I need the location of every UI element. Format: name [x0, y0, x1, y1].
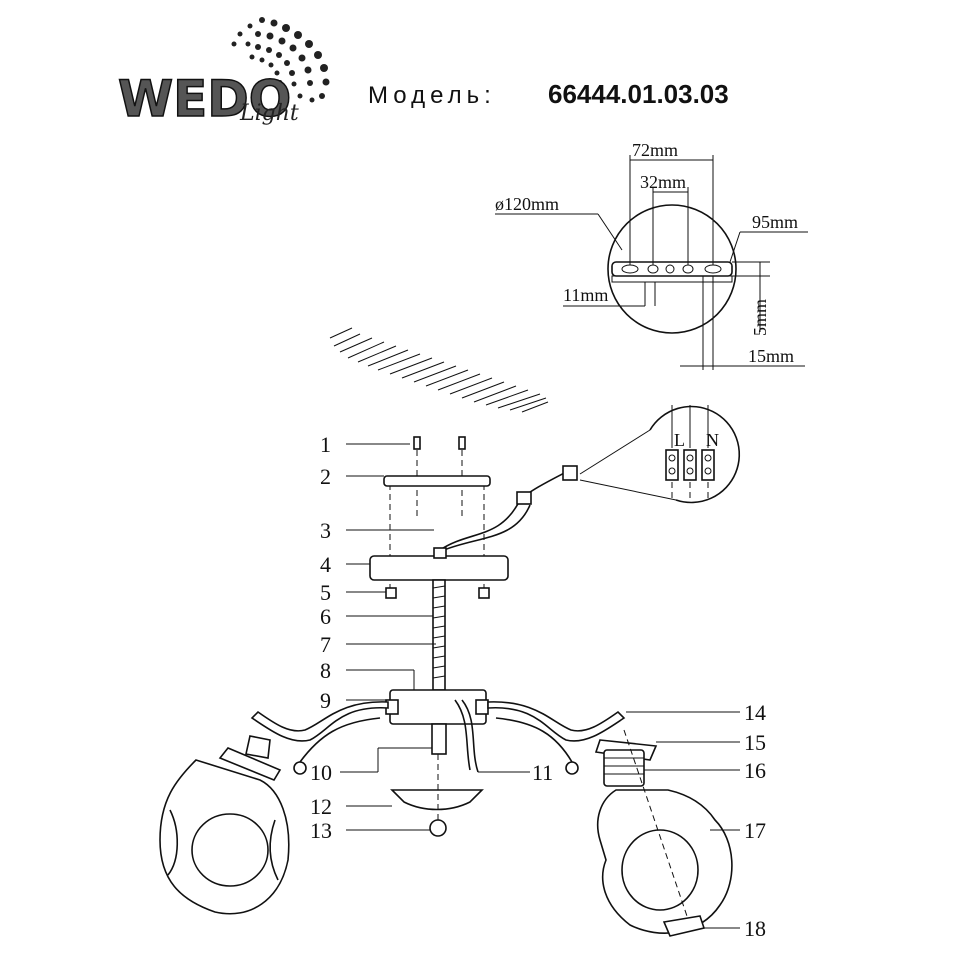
callout-18: 18: [744, 916, 766, 941]
mounting-detail: 72mm 32mm ø120mm 95mm 11mm 5mm 15mm: [495, 140, 808, 370]
callout-14: 14: [744, 700, 766, 725]
callout-8: 8: [320, 658, 331, 683]
callout-17: 17: [744, 818, 766, 843]
callout-15: 15: [744, 730, 766, 755]
dim-15: 15mm: [748, 346, 794, 366]
brand-logo: WEDO Light: [117, 17, 330, 129]
callout-1: 1: [320, 432, 331, 457]
callout-5: 5: [320, 580, 331, 605]
callout-16: 16: [744, 758, 766, 783]
callout-11: 11: [532, 760, 553, 785]
callout-leaders: [340, 443, 740, 929]
mounting-bracket: [383, 475, 491, 487]
callout-9: 9: [320, 688, 331, 713]
dim-32: 32mm: [640, 172, 686, 192]
detail-circle: [607, 204, 737, 334]
model-label: Модель:: [368, 82, 496, 109]
callout-13: 13: [310, 818, 332, 843]
right-arm: [487, 701, 626, 742]
dim-120: ø120mm: [495, 194, 559, 214]
callout-4: 4: [320, 552, 331, 577]
callout-7: 7: [320, 632, 331, 657]
left-shade: [159, 759, 290, 915]
callout-2: 2: [320, 464, 331, 489]
dim-95: 95mm: [752, 212, 798, 232]
callout-numbers: 1 2 3 4 5 6 7 8 9 10 11 12 13 14 15 16 1…: [310, 432, 766, 941]
model-code: 66444.01.03.03: [548, 79, 729, 109]
canopy: [369, 555, 509, 581]
callout-3: 3: [320, 518, 331, 543]
dim-11: 11mm: [563, 285, 608, 305]
dim-5: 5mm: [750, 299, 770, 336]
chandelier-assembly: [159, 436, 733, 937]
decor-plate: [390, 789, 484, 811]
brand-name: WEDO: [118, 70, 291, 128]
brand-sub: Light: [239, 101, 299, 126]
terminal-detail: L N: [579, 405, 741, 504]
callout-6: 6: [320, 604, 331, 629]
finial: [429, 819, 447, 837]
right-shade: [596, 789, 733, 934]
right-socket: [603, 749, 645, 787]
logo-swirl-dots: [231, 17, 330, 103]
left-arm: [250, 701, 389, 742]
callout-12: 12: [310, 794, 332, 819]
terminal-l: L: [674, 430, 685, 450]
callout-10: 10: [310, 760, 332, 785]
dim-72: 72mm: [632, 140, 678, 160]
terminal-n: N: [706, 430, 719, 450]
ceiling-hatch: [329, 327, 549, 413]
